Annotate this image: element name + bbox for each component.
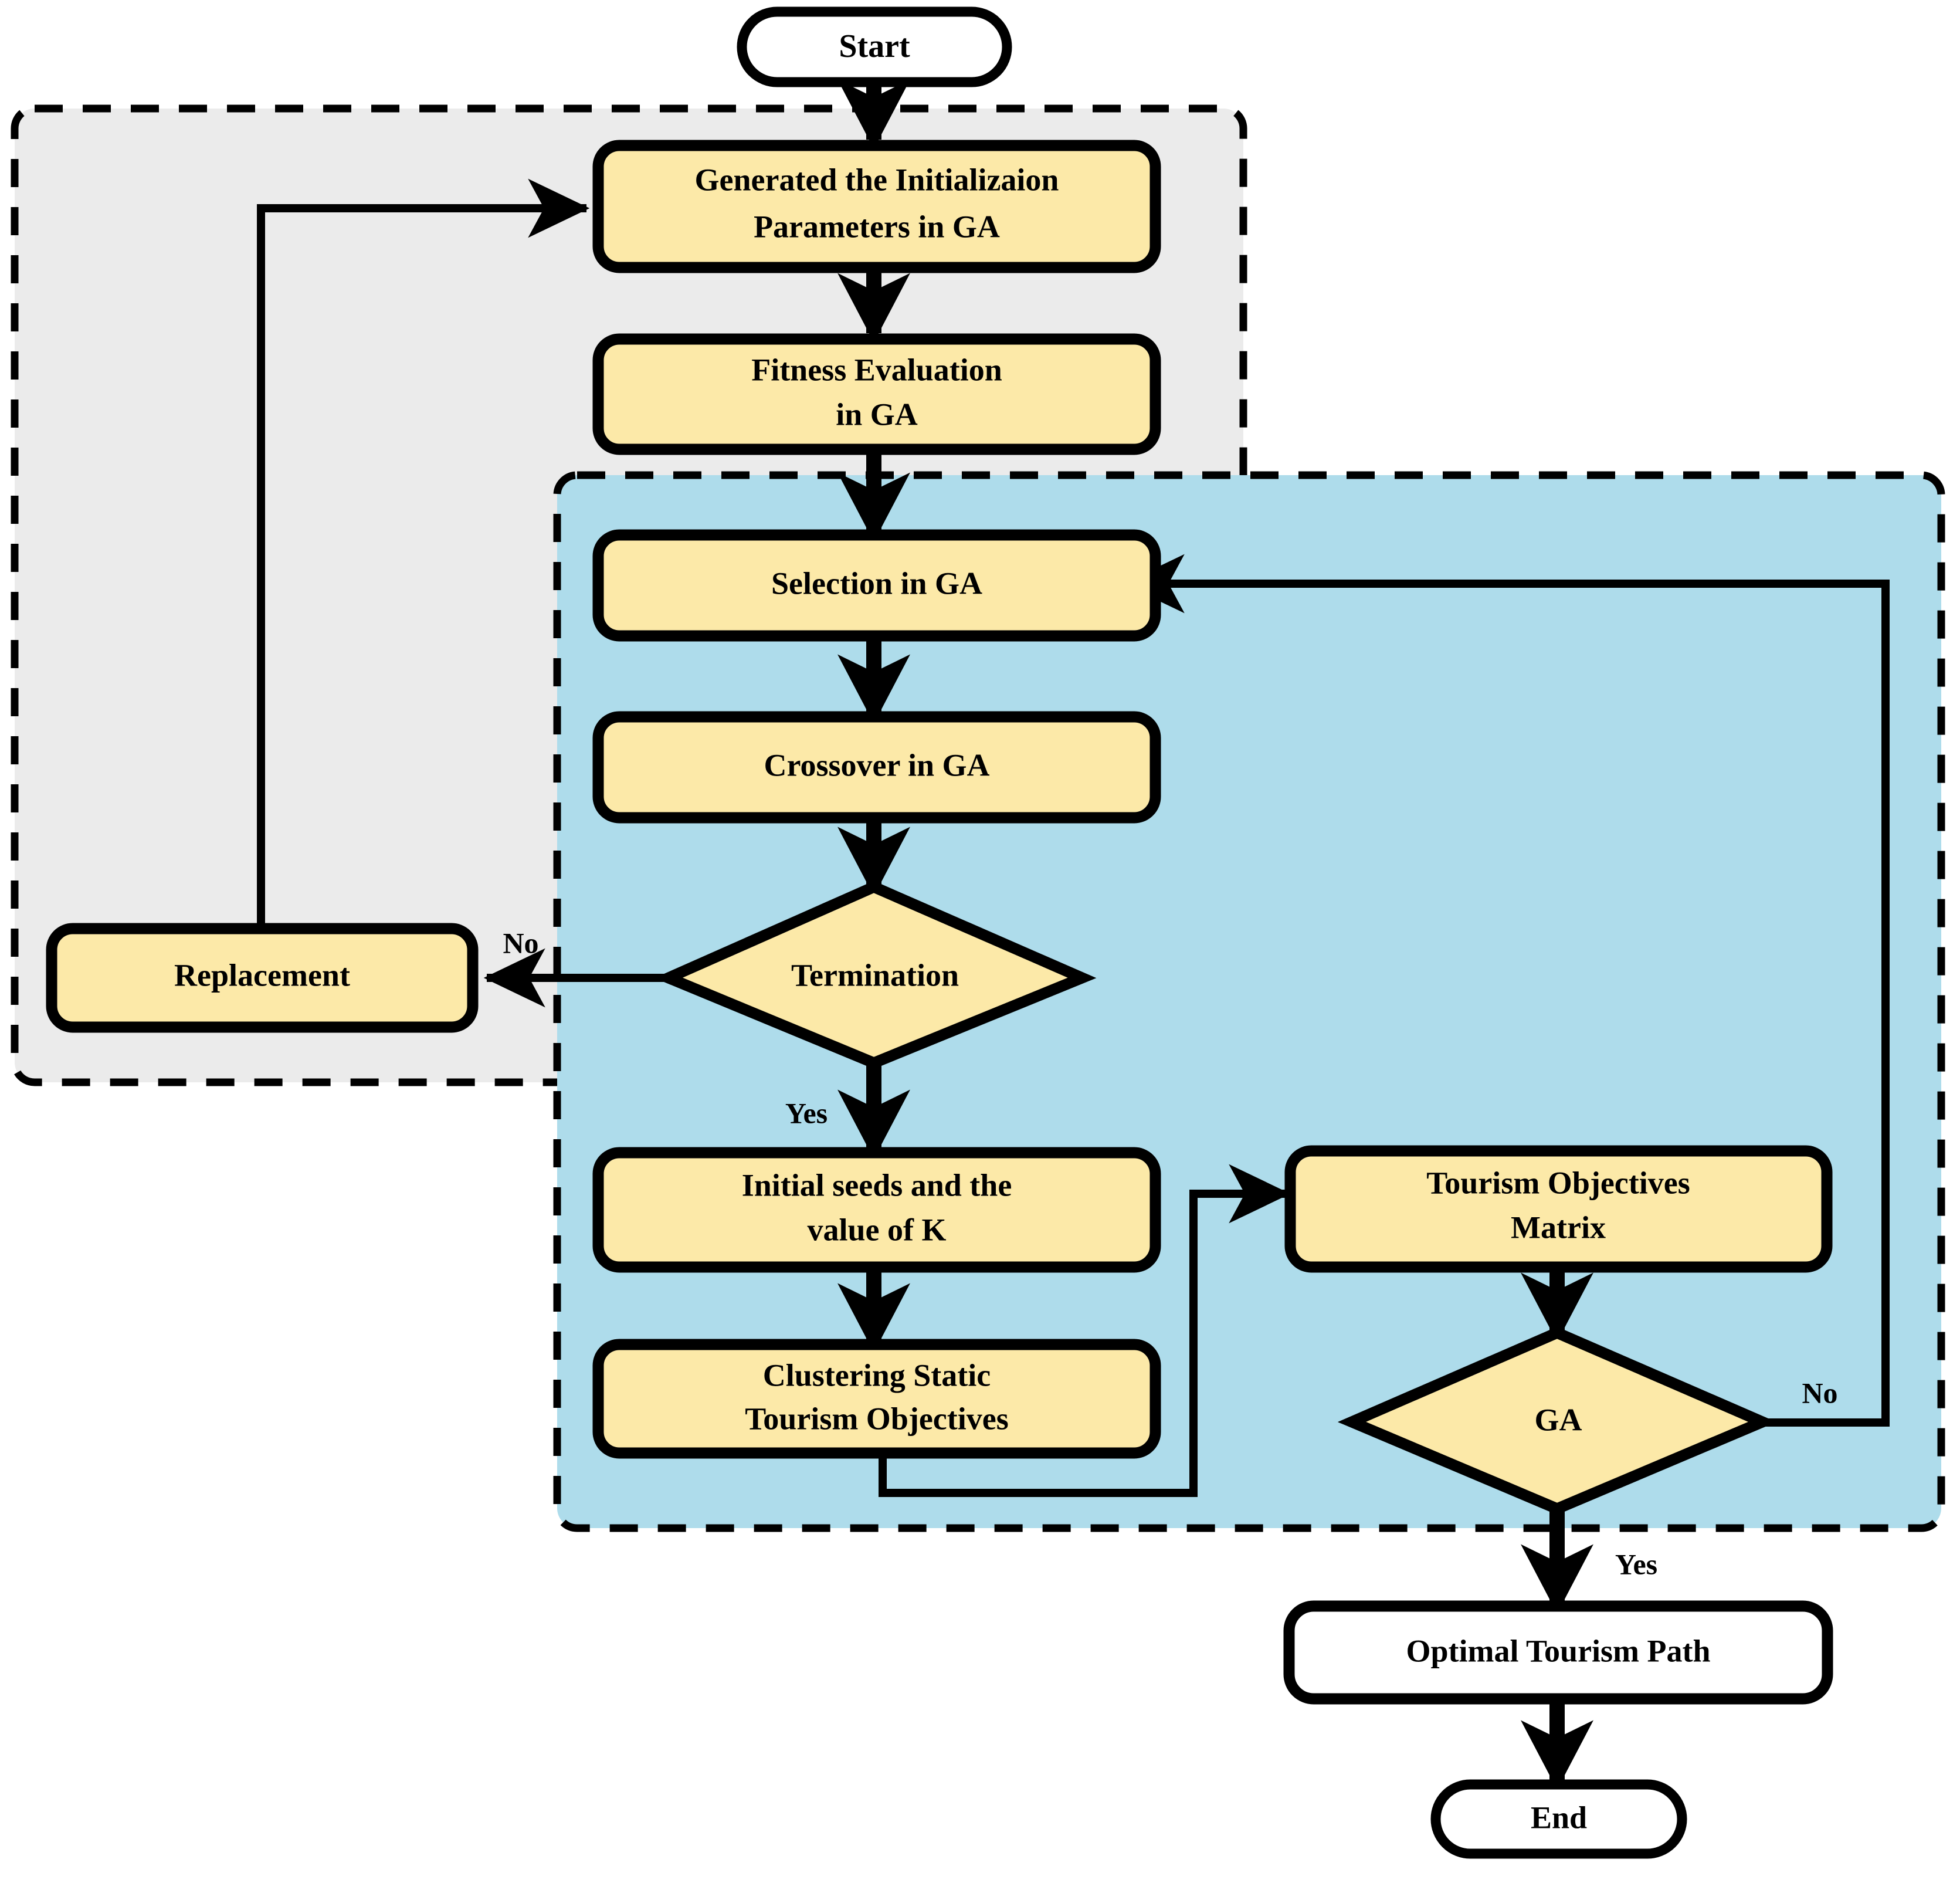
node-termination[interactable]: Termination [654,880,1097,1069]
node-selection[interactable]: Selection in GA [592,529,1161,642]
node-matrix-label-line2: Matrix [1511,1210,1606,1245]
node-selection-label: Selection in GA [771,565,982,601]
node-fitness-label-line1: Fitness Evaluation [751,352,1002,387]
node-clustering-label-line2: Tourism Objectives [745,1401,1008,1436]
node-fitness[interactable]: Fitness Evaluation in GA [592,333,1161,455]
edge-label-termination-no: No [503,926,538,959]
node-crossover-label: Crossover in GA [764,747,989,783]
edge-label-ga-no: No [1802,1376,1837,1409]
edge-clustering-to-matrix [879,1164,1291,1497]
node-optimal[interactable]: Optimal Tourism Path [1283,1600,1833,1705]
node-crossover[interactable]: Crossover in GA [592,711,1161,824]
node-seeds-label-line2: value of K [808,1212,947,1247]
edge-replacement-to-init [257,178,590,930]
node-clustering-label-line1: Clustering Static [763,1357,991,1393]
node-termination-label: Termination [791,957,959,993]
node-start[interactable]: Start [737,6,1012,87]
node-end-label: End [1531,1800,1587,1835]
edges-layer: replacement --> seeds --> selection (lon… [257,79,1890,1790]
node-ga-label: GA [1535,1402,1582,1437]
node-optimal-label: Optimal Tourism Path [1406,1633,1710,1668]
node-matrix-label-line1: Tourism Objectives [1426,1165,1690,1200]
node-init-label-line1: Generated the Initializaion [695,162,1059,197]
edge-ga-to-selection [1123,554,1890,1427]
node-clustering[interactable]: Clustering Static Tourism Objectives [592,1339,1161,1459]
edge-label-ga-yes: Yes [1615,1547,1657,1580]
node-fitness-label-line2: in GA [836,397,918,432]
edge-label-termination-yes: Yes [785,1096,828,1129]
node-init[interactable]: Generated the Initializaion Parameters i… [592,140,1161,273]
node-end[interactable]: End [1430,1779,1687,1859]
node-replacement[interactable]: Replacement [46,923,479,1033]
node-seeds-label-line1: Initial seeds and the [742,1167,1012,1203]
node-start-label: Start [839,28,910,65]
node-init-label-line2: Parameters in GA [754,209,1000,244]
node-ga[interactable]: GA [1337,1326,1777,1515]
node-replacement-label: Replacement [174,957,350,993]
node-seeds[interactable]: Initial seeds and the value of K [592,1147,1161,1273]
node-matrix[interactable]: Tourism Objectives Matrix [1284,1145,1833,1273]
